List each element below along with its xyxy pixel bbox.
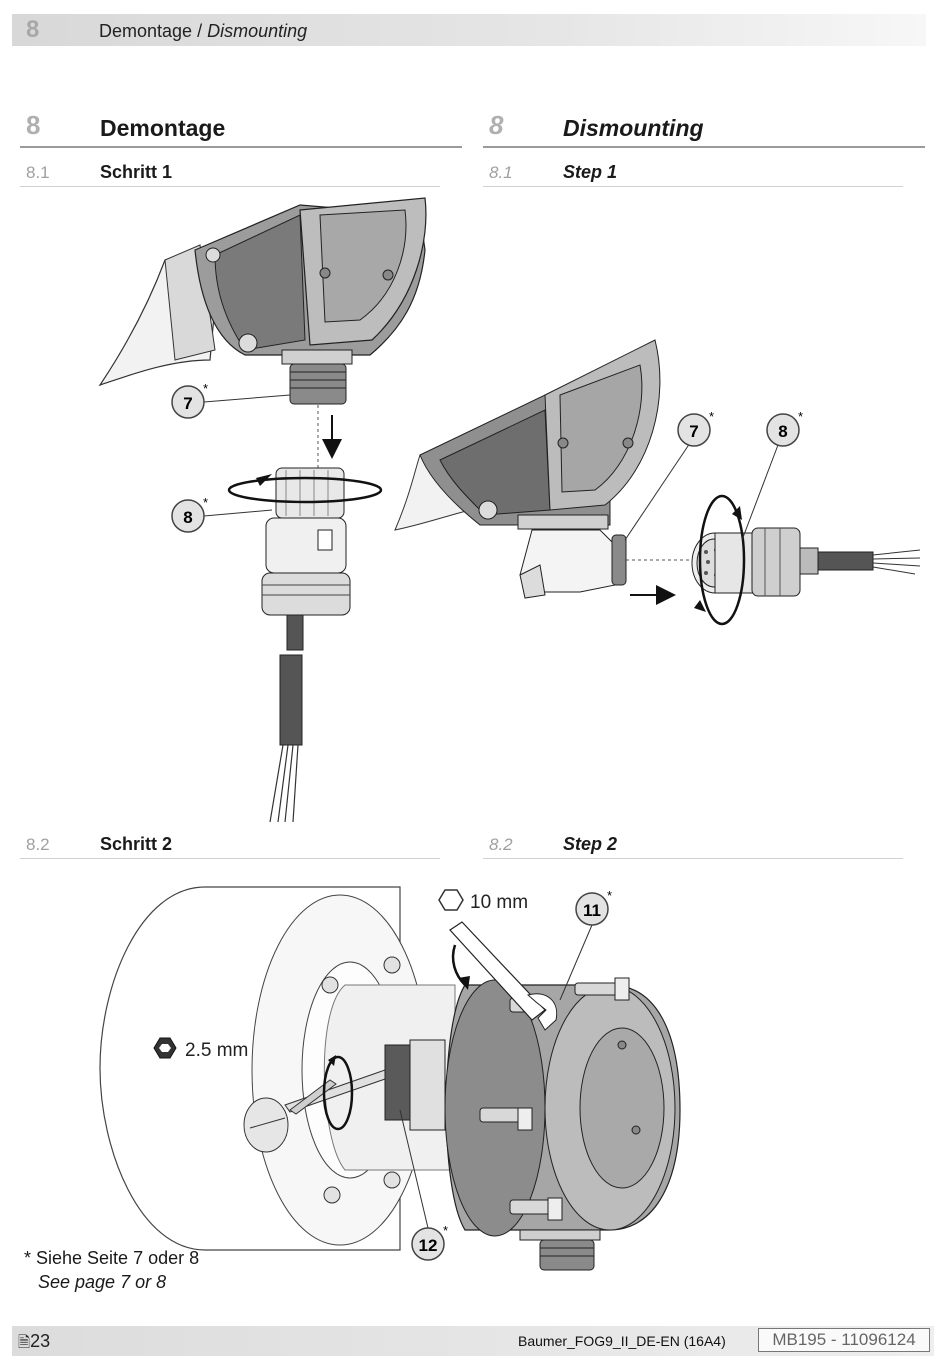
page-icon: 🗎 [18,1334,31,1351]
callout-8-left-star: * [203,495,208,510]
step1-heading-en: 8.1 Step 1 [483,160,903,187]
hex-key-size-label: 2.5 mm [185,1040,248,1061]
section-title-en: Dismounting [563,115,704,141]
section-heading-en: 8 Dismounting [483,110,925,148]
callout-8-left: 8 [183,508,192,527]
document-code: MB195 - 11096124 [758,1328,930,1352]
section-number-de: 8 [26,110,41,140]
header-title: Demontage / Dismounting [99,21,307,42]
callout-11: 11 [583,901,601,920]
step1-title-en: Step 1 [563,162,618,182]
step2-heading-de: 8.2 Schritt 2 [20,832,440,859]
callout-8-right: 8 [778,422,787,441]
step1-number-de: 8.1 [26,163,50,182]
hex-nut-icon [438,889,464,911]
section-number-en: 8 [489,110,504,140]
callout-7-left: 7 [183,394,192,413]
step2-title-de: Schritt 2 [100,834,173,854]
section-heading-de: 8 Demontage [20,110,462,148]
header-title-separator: / [192,21,208,41]
step1-number-en: 8.1 [489,163,513,182]
callout-7-right: 7 [689,422,698,441]
section-title-de: Demontage [100,115,226,141]
footnote: * Siehe Seite 7 oder 8 See page 7 or 8 [24,1246,199,1294]
page-header-bar: 8 Demontage / Dismounting [12,14,926,46]
step1-title-de: Schritt 1 [100,162,173,182]
step1-right-encoder-illustration: 7 * 8 * [394,339,921,626]
callout-7-right-star: * [709,409,714,424]
callout-11-star: * [607,888,612,903]
header-title-de: Demontage [99,21,193,41]
step1-heading-de: 8.1 Schritt 1 [20,160,440,187]
header-chapter-number: 8 [26,16,40,43]
step2-number-de: 8.2 [26,835,50,854]
header-title-en: Dismounting [207,21,308,41]
page-number: 🗎23 [18,1331,50,1357]
step2-heading-en: 8.2 Step 2 [483,832,903,859]
step2-title-en: Step 2 [563,834,618,854]
callout-12: 12 [419,1236,438,1255]
step2-number-en: 8.2 [489,835,513,854]
page-footer: 🗎23 Baumer_FOG9_II_DE-EN (16A4) MB195 - … [12,1326,934,1356]
step1-left-encoder-illustration: 7 * 8 * [98,197,427,823]
wrench-size-label: 10 mm [470,892,528,913]
page-number-value: 23 [30,1331,51,1351]
callout-7-left-star: * [203,381,208,396]
footnote-de: * Siehe Seite 7 oder 8 [24,1248,200,1268]
document-name: Baumer_FOG9_II_DE-EN (16A4) [518,1333,726,1349]
step2-encoder-illustration: 10 mm 2.5 mm 11 * 12 * [99,886,681,1271]
callout-12-star: * [443,1223,448,1238]
footnote-en: See page 7 or 8 [38,1272,167,1292]
callout-8-right-star: * [798,409,803,424]
